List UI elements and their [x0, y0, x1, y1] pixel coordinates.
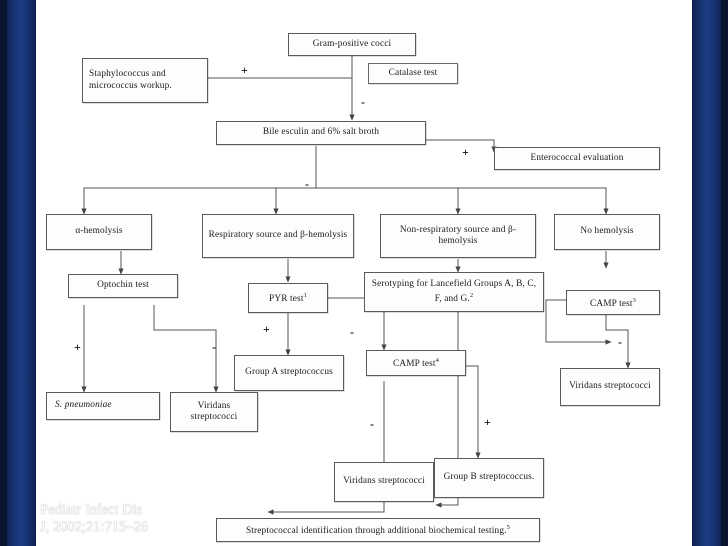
- node-label: PYR test1: [269, 292, 307, 305]
- sign-camp-mid-negative: -: [370, 417, 374, 431]
- node-superscript: 5: [506, 524, 511, 532]
- node-camp-test-right: CAMP test3: [566, 290, 660, 315]
- node-label: Gram-positive cocci: [312, 38, 392, 49]
- node-catalase-test: Catalase test: [368, 63, 458, 84]
- node-serotyping-lancefield: Serotyping for Lancefield Groups A, B, C…: [364, 272, 544, 312]
- sign-optochin-positive: +: [74, 340, 81, 354]
- node-label: S. pneumoniae: [55, 400, 112, 411]
- node-label: Group A streptococcus: [245, 367, 333, 378]
- node-label: Catalase test: [388, 67, 438, 78]
- node-label: Serotyping for Lancefield Groups A, B, C…: [371, 278, 537, 305]
- sign-catalase-positive: +: [241, 63, 248, 77]
- sign-camp-mid-positive: +: [484, 415, 491, 429]
- node-viridans-streptococci-right: Viridans streptococci: [560, 368, 660, 406]
- sign-pyr-positive: +: [263, 322, 270, 336]
- node-gram-positive-cocci: Gram-positive cocci: [288, 33, 416, 56]
- source-citation: Pediatr Infect Dis J, 2002;21:715–26: [40, 502, 148, 536]
- node-group-a-streptococcus: Group A streptococcus: [234, 355, 344, 391]
- node-superscript: 2: [469, 291, 474, 299]
- node-nonrespiratory-beta-hemolysis: Non-respiratory source and β-hemolysis: [380, 214, 536, 258]
- node-label: Bile esculin and 6% salt broth: [262, 127, 380, 138]
- node-label: CAMP test3: [590, 296, 636, 309]
- sign-pyr-negative: -: [350, 325, 354, 339]
- node-pyr-test: PYR test1: [248, 283, 328, 313]
- node-respiratory-beta-hemolysis: Respiratory source and β-hemolysis: [202, 214, 354, 258]
- node-staph-micrococcus-workup: Staphylococcus and micrococcus workup.: [82, 58, 208, 103]
- citation-line-2: J, 2002;21:715–26: [40, 519, 148, 535]
- node-label: Non-respiratory source and β-hemolysis: [399, 224, 517, 246]
- right-edge-strip: [721, 0, 728, 546]
- node-group-b-streptococcus: Group B streptococcus.: [434, 458, 544, 498]
- node-label: Optochin test: [97, 280, 149, 291]
- node-label: Viridans streptococci: [343, 476, 425, 487]
- node-label: Respiratory source and β-hemolysis: [208, 230, 348, 241]
- node-superscript: 3: [632, 296, 636, 304]
- node-superscript: 1: [303, 292, 307, 300]
- node-streptococcal-identification-footer: Streptococcal identification through add…: [216, 518, 540, 542]
- node-label: CAMP test4: [393, 357, 439, 370]
- node-label: Staphylococcus and micrococcus workup.: [89, 69, 172, 91]
- node-label: No hemolysis: [580, 226, 634, 237]
- node-alpha-hemolysis: α-hemolysis: [46, 214, 152, 250]
- node-camp-test-mid: CAMP test4: [366, 350, 466, 376]
- node-no-hemolysis: No hemolysis: [554, 214, 660, 250]
- node-label: Viridans streptococci: [190, 400, 238, 422]
- sign-catalase-negative: -: [361, 95, 365, 109]
- node-label: Viridans streptococci: [569, 381, 651, 392]
- node-enterococcal-evaluation: Enterococcal evaluation: [494, 147, 660, 170]
- sign-bile-esculin-negative: -: [305, 177, 309, 191]
- node-superscript: 4: [435, 357, 439, 365]
- node-viridans-streptococci-left: Viridans streptococci: [170, 392, 258, 432]
- node-label: Streptococcal identification through add…: [245, 524, 511, 537]
- node-bile-esculin: Bile esculin and 6% salt broth: [216, 121, 426, 145]
- node-label: Enterococcal evaluation: [530, 152, 624, 163]
- sign-optochin-negative: -: [212, 340, 216, 354]
- flowchart-canvas: Gram-positive cocci Catalase test Staphy…: [36, 0, 692, 546]
- node-label: Group B streptococcus.: [443, 472, 535, 483]
- sign-camp-right-negative: -: [618, 335, 622, 349]
- node-viridans-streptococci-mid: Viridans streptococci: [334, 462, 434, 502]
- sign-bile-esculin-positive: +: [462, 145, 469, 159]
- node-s-pneumoniae: S. pneumoniae: [46, 392, 160, 420]
- node-optochin-test: Optochin test: [68, 274, 178, 298]
- node-label: α-hemolysis: [75, 226, 123, 237]
- left-edge-strip: [0, 0, 7, 546]
- citation-line-1: Pediatr Infect Dis: [40, 502, 143, 518]
